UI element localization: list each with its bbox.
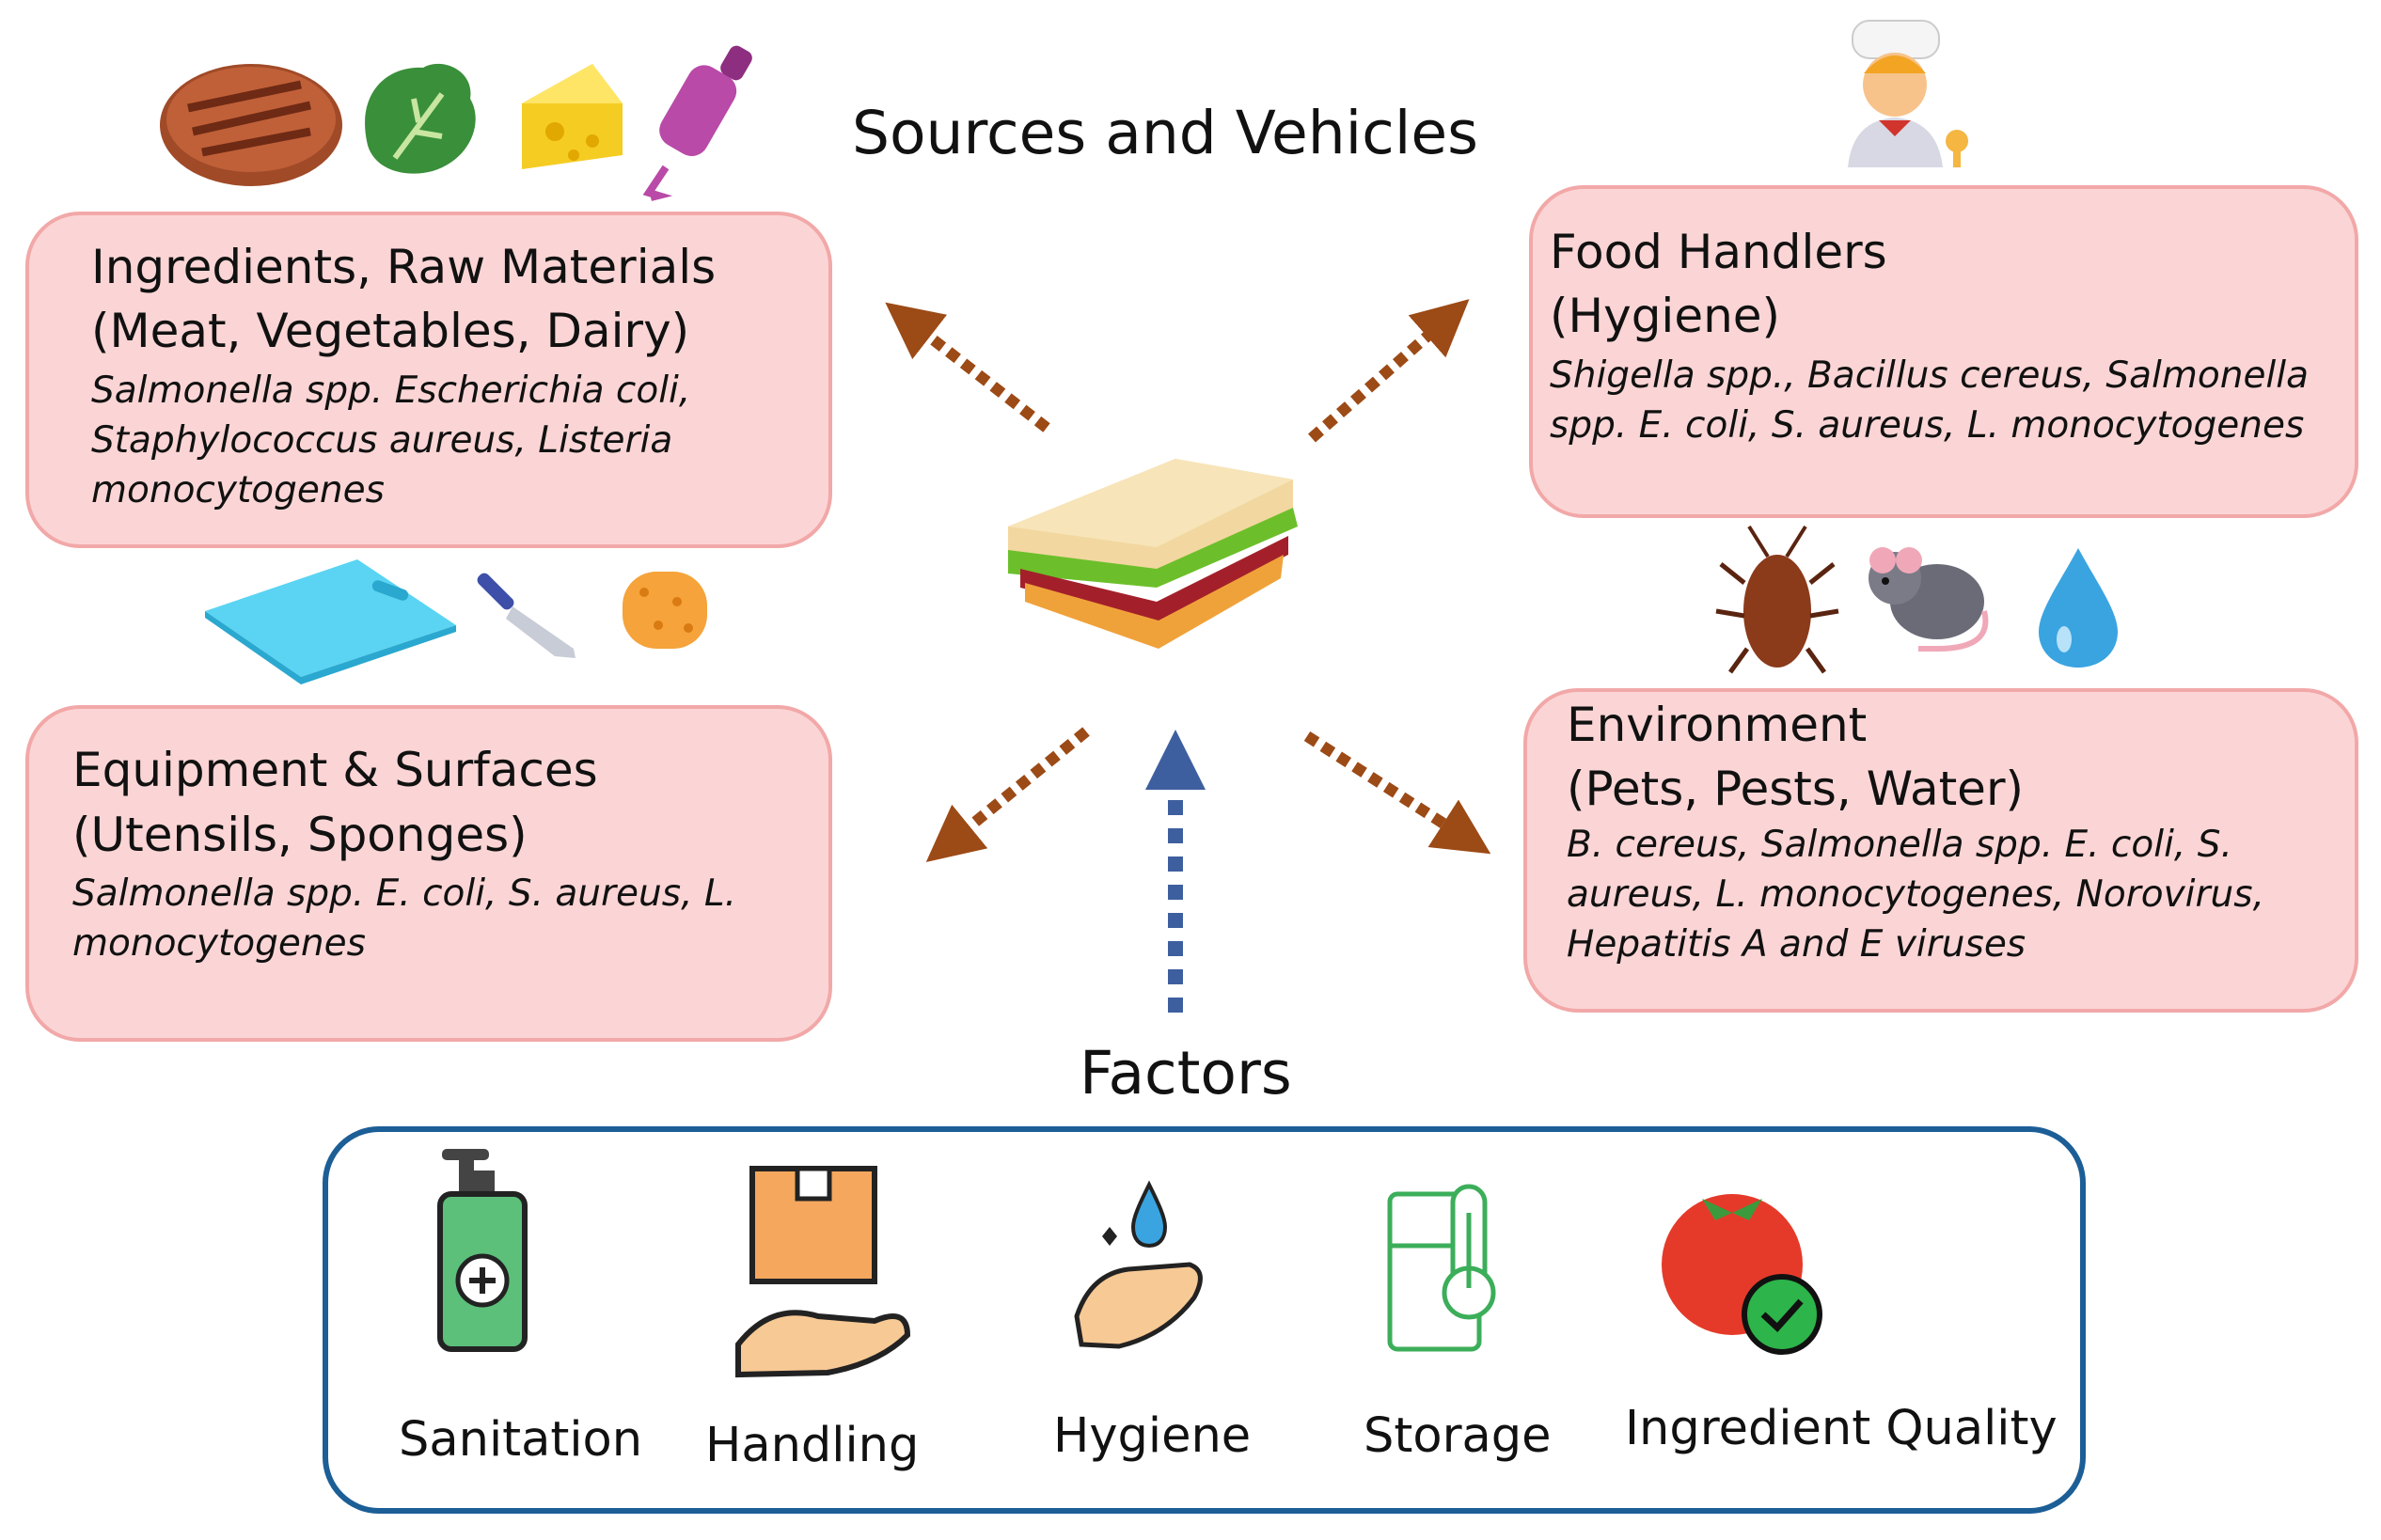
environment-title-line1: Environment (1567, 698, 1868, 752)
cutting-board-icon (205, 559, 456, 684)
ingredients-title-line1: Ingredients, Raw Materials (91, 240, 717, 294)
environment-species-line2: aureus, L. monocytogenes, Norovirus, (1567, 873, 2264, 916)
equipment-title-line1: Equipment & Surfaces (72, 743, 598, 797)
arrow-to-ingredients (885, 302, 1050, 432)
handlers-species-line2: spp. E. coli, S. aureus, L. monocytogene… (1550, 404, 2305, 447)
factors-title: Factors (1080, 1039, 1292, 1108)
ingredients-species-line3: monocytogenes (91, 469, 385, 511)
ingredients-species-line1: Salmonella spp. Escherichia coli, (91, 369, 691, 412)
handlers-title-line2: (Hygiene) (1550, 289, 1781, 343)
ingredients-title-line2: (Meat, Vegetables, Dairy) (91, 304, 690, 358)
handwash-icon (1074, 1180, 1203, 1349)
equipment-species-line1: Salmonella spp. E. coli, S. aureus, L. (72, 872, 736, 915)
burger-patty-icon (160, 64, 342, 186)
factor-sanitation: Sanitation (399, 1412, 643, 1468)
food-handlers-box: Food Handlers (Hygiene) Shigella spp., B… (1529, 185, 2358, 518)
ingredients-species-line2: Staphylococcus aureus, Listeria (91, 419, 673, 462)
sponge-icon (623, 572, 707, 649)
diagram-title: Sources and Vehicles (852, 99, 1478, 167)
equipment-species-line2: monocytogenes (72, 922, 366, 965)
factor-handling: Handling (705, 1418, 920, 1473)
environment-species-line1: B. cereus, Salmonella spp. E. coli, S. (1567, 824, 2232, 866)
ingredients-box: Ingredients, Raw Materials (Meat, Vegeta… (25, 212, 832, 548)
cheese-icon (522, 64, 623, 169)
environment-title-line2: (Pets, Pests, Water) (1567, 762, 2025, 816)
environment-species-line3: Hepatitis A and E viruses (1567, 923, 2026, 966)
sanitizer-bottle-icon (437, 1149, 528, 1352)
cockroach-icon (1715, 525, 1839, 674)
fridge-thermometer-icon (1387, 1184, 1496, 1352)
chef-icon (1848, 20, 1968, 167)
equipment-box: Equipment & Surfaces (Utensils, Sponges)… (25, 705, 832, 1042)
sandwich-icon (1008, 459, 1298, 649)
handlers-title-line1: Food Handlers (1550, 225, 1887, 279)
lettuce-icon (365, 63, 476, 174)
factors-panel (323, 1126, 2086, 1514)
knife-icon (477, 573, 576, 658)
water-drop-icon (2039, 548, 2118, 668)
tomato-check-icon (1662, 1194, 1822, 1355)
arrow-to-equipment (925, 727, 1090, 862)
arrow-to-handlers (1308, 299, 1470, 443)
sauce-bottle-icon (642, 45, 752, 201)
arrow-to-environment (1303, 731, 1491, 855)
equipment-title-line2: (Utensils, Sponges) (72, 808, 528, 862)
factor-storage: Storage (1364, 1408, 1552, 1464)
handlers-species-line1: Shigella spp., Bacillus cereus, Salmonel… (1550, 354, 2310, 397)
factor-ingredient-quality: Ingredient Quality (1625, 1401, 2058, 1456)
rat-icon (1869, 547, 1989, 652)
environment-box: Environment (Pets, Pests, Water) B. cere… (1523, 688, 2358, 1013)
box-in-hand-icon (735, 1166, 911, 1378)
factor-hygiene: Hygiene (1053, 1408, 1252, 1464)
